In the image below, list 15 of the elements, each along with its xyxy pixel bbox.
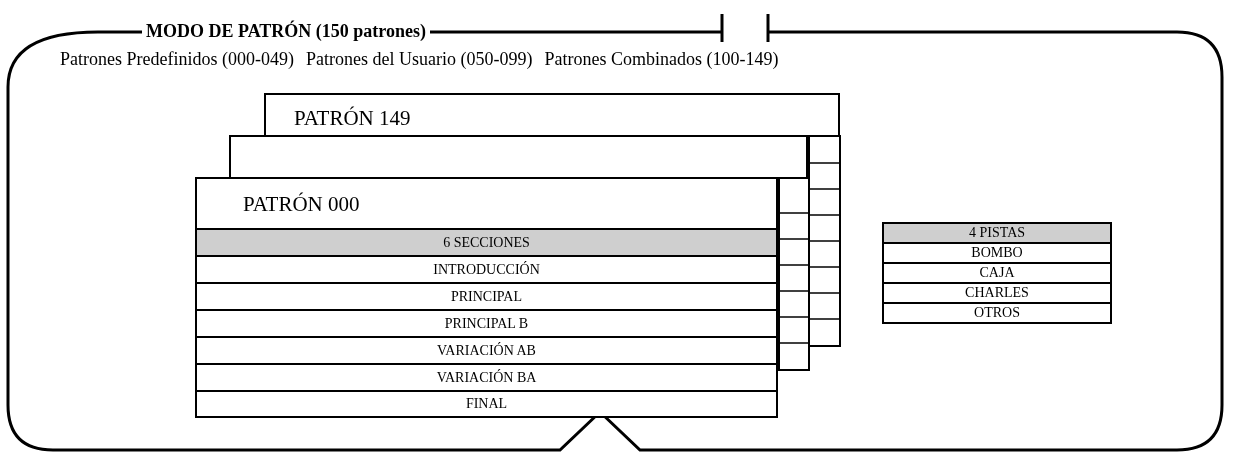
pattern-title: PATRÓN 000 [243,191,360,218]
range-label: Patrones Predefinidos (000-049) [60,48,294,71]
range-label: Patrones Combinados (100-149) [544,48,779,71]
pattern-card-blank [229,135,808,179]
table-row: CAJA [882,264,1112,284]
table-row: CHARLES [882,284,1112,304]
table-row: OTROS [882,304,1112,324]
table-header-row: 4 PISTAS [882,222,1112,244]
pattern-title: PATRÓN 149 [294,105,411,132]
pattern-card [264,93,840,137]
frame-title: MODO DE PATRÓN (150 patrones) [142,20,430,42]
range-label: Patrones del Usuario (050-099) [305,48,533,71]
table-header-row: 6 SECCIONES [197,228,776,255]
table-row: BOMBO [882,244,1112,264]
pattern-card [195,177,778,418]
